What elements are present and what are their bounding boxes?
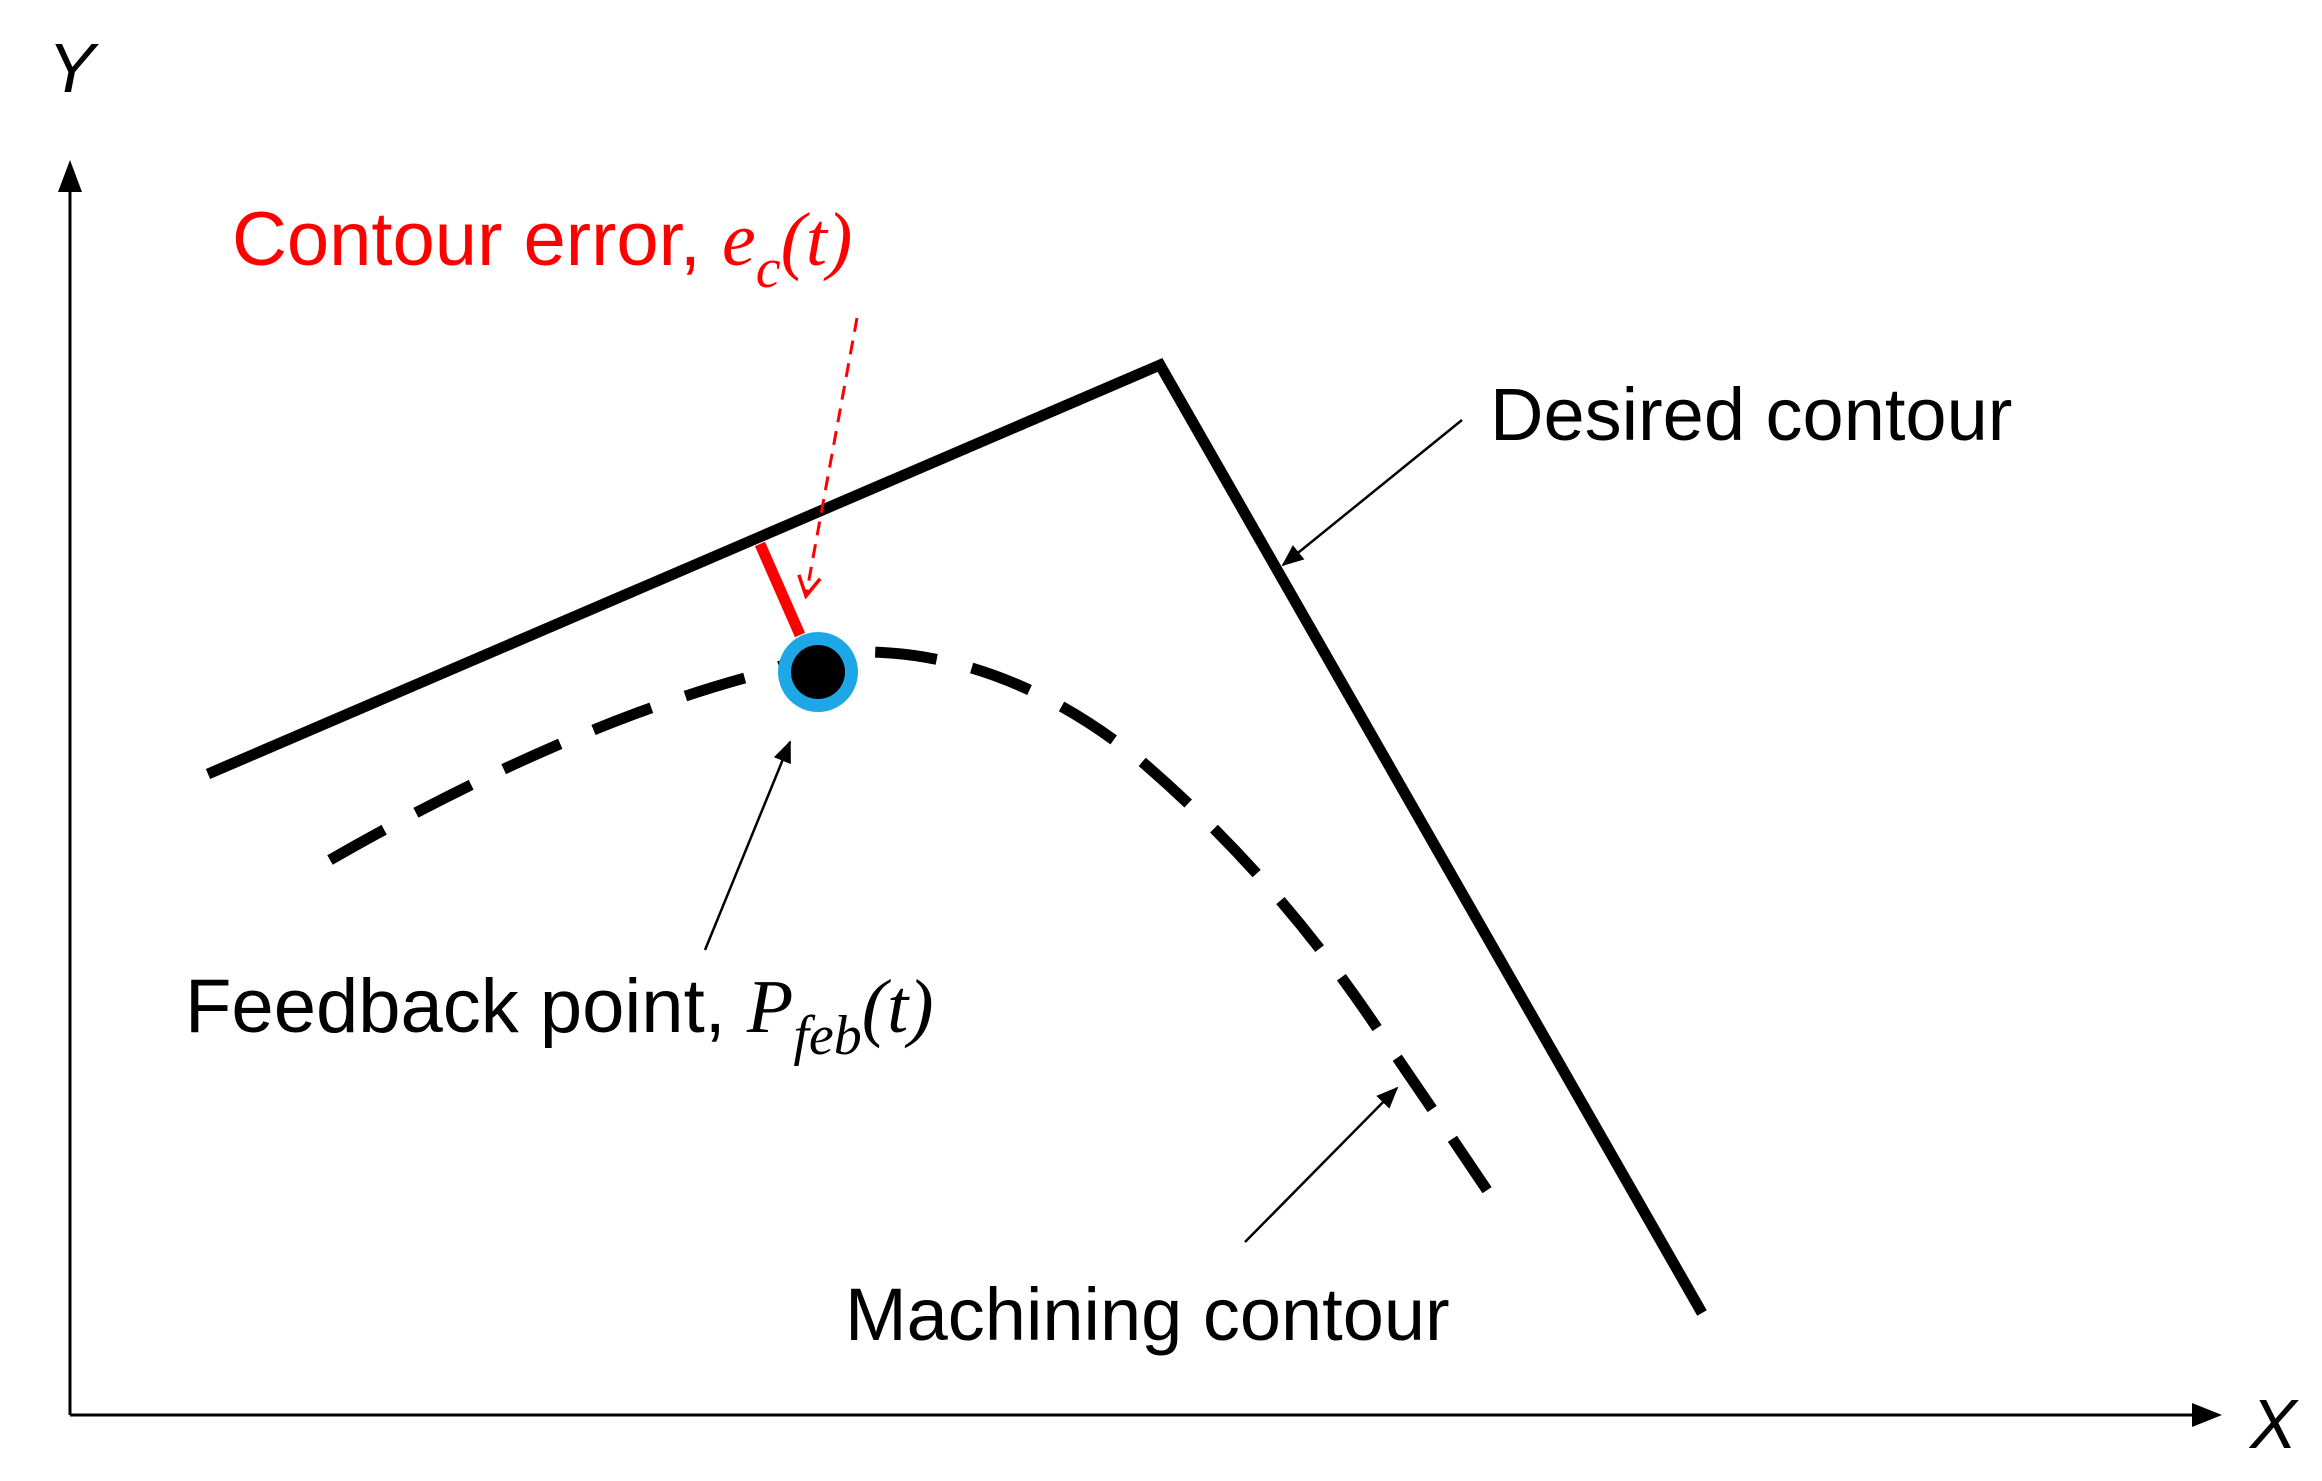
feedback-point-symbol: P <box>746 965 793 1049</box>
feedback-point-dot <box>791 645 845 699</box>
desired-contour-leader <box>1281 419 1463 567</box>
feedback-point-subscript: feb <box>793 1005 861 1067</box>
contour-error-text: Contour error, <box>232 197 722 282</box>
x-axis-label: X <box>2248 1385 2299 1463</box>
contour-error-segment <box>754 541 806 638</box>
feedback-point-leader <box>703 740 792 951</box>
y-axis-label: Y <box>48 29 99 107</box>
machining-contour-line <box>327 646 1502 1209</box>
feedback-point-argument: (t) <box>862 965 934 1049</box>
machining-contour-leader <box>1244 1086 1399 1243</box>
machining-contour-label: Machining contour <box>845 1273 1450 1356</box>
feedback-point-label: Feedback point, Pfeb(t) <box>185 964 934 1067</box>
desired-contour-label: Desired contour <box>1490 373 2012 456</box>
x-axis-arrowhead <box>2192 1403 2222 1427</box>
feedback-point-text: Feedback point, <box>185 964 747 1049</box>
contour-error-symbol: e <box>722 198 756 282</box>
contour-error-subscript: c <box>756 238 781 300</box>
contour-error-argument: (t) <box>781 198 853 282</box>
desired-contour-line <box>205 358 1707 1316</box>
y-axis-arrowhead <box>58 160 82 192</box>
contour-error-leader <box>797 317 859 600</box>
contour-error-label: Contour error, ec(t) <box>232 197 852 300</box>
